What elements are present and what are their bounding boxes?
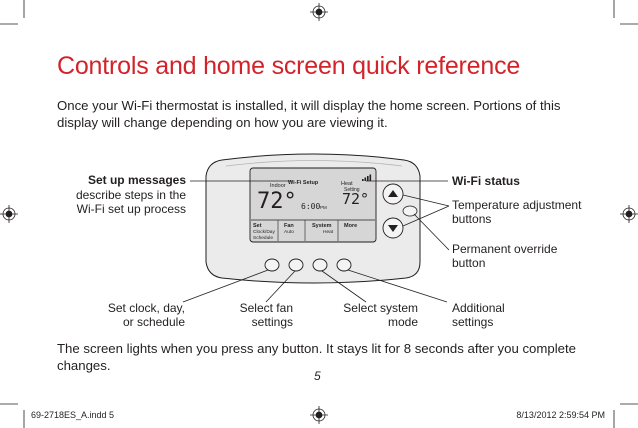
clock-callout-line1: Set clock, day, [107, 301, 185, 315]
indoor-label: Indoor [270, 183, 286, 189]
fan-button [288, 258, 304, 272]
fan-callout-line1: Select fan [239, 301, 293, 315]
registration-mark-bottom [310, 406, 328, 424]
set-button [264, 258, 280, 272]
system-button [312, 258, 328, 272]
heat-label: Heat [341, 181, 353, 187]
registration-mark-left [0, 205, 18, 223]
menu-set-sub2: Schedule [253, 235, 273, 241]
clock-suffix: PM [320, 205, 327, 210]
more-button [336, 258, 352, 272]
additional-callout-line1: Additional [452, 301, 505, 315]
setup-messages-title: Set up messages [87, 173, 186, 187]
wifi-signal-icon [362, 174, 372, 181]
page-number: 5 [314, 369, 321, 383]
override-line2: button [452, 256, 486, 270]
clock-time: 6:00 [301, 202, 320, 211]
menu-set: Set [253, 223, 262, 229]
temp-adjust-line2: buttons [452, 212, 492, 226]
hold-button [402, 205, 418, 217]
temp-adjust-line1: Temperature adjustment [452, 198, 582, 212]
callout-leaders [182, 180, 450, 303]
intro-paragraph: Once your Wi-Fi thermostat is installed,… [57, 98, 561, 130]
fan-callout-line2: settings [251, 315, 293, 329]
closing-paragraph: The screen lights when you press any but… [57, 341, 576, 373]
temp-up-button [382, 183, 404, 205]
clock-callout-line2: or schedule [122, 315, 185, 329]
wifi-setup-label: Wi-Fi Setup [288, 180, 319, 186]
footer-filename: 69-2718ES_A.indd 5 [31, 410, 115, 420]
registration-mark-top [310, 3, 328, 21]
setup-messages-line1: describe steps in the [75, 188, 186, 202]
registration-mark-right [620, 205, 638, 223]
temp-down-button [382, 217, 404, 239]
menu-more: More [344, 223, 357, 229]
menu-fan-sub: Auto [284, 229, 294, 235]
indoor-temp: 72° [257, 189, 297, 214]
menu-system: System [312, 223, 332, 229]
arrow-up-icon [388, 190, 398, 197]
menu-fan: Fan [284, 223, 294, 229]
page-heading: Controls and home screen quick reference [57, 52, 521, 80]
additional-callout-line2: settings [452, 315, 494, 329]
setting-label: Setting [344, 187, 360, 193]
set-temp: 72° [342, 190, 369, 208]
override-line1: Permanent override [452, 242, 558, 256]
arrow-down-icon [388, 225, 398, 232]
system-callout-line2: mode [387, 315, 418, 329]
footer-timestamp: 8/13/2012 2:59:54 PM [516, 410, 605, 420]
setup-messages-line2: Wi-Fi set up process [76, 202, 186, 216]
menu-system-sub: Heat [323, 229, 334, 235]
system-callout-line1: Select system [343, 301, 418, 315]
thermostat-screen [249, 167, 377, 243]
wifi-status-label: Wi-Fi status [452, 174, 520, 188]
menu-set-sub1: Clock/Day [253, 229, 275, 235]
